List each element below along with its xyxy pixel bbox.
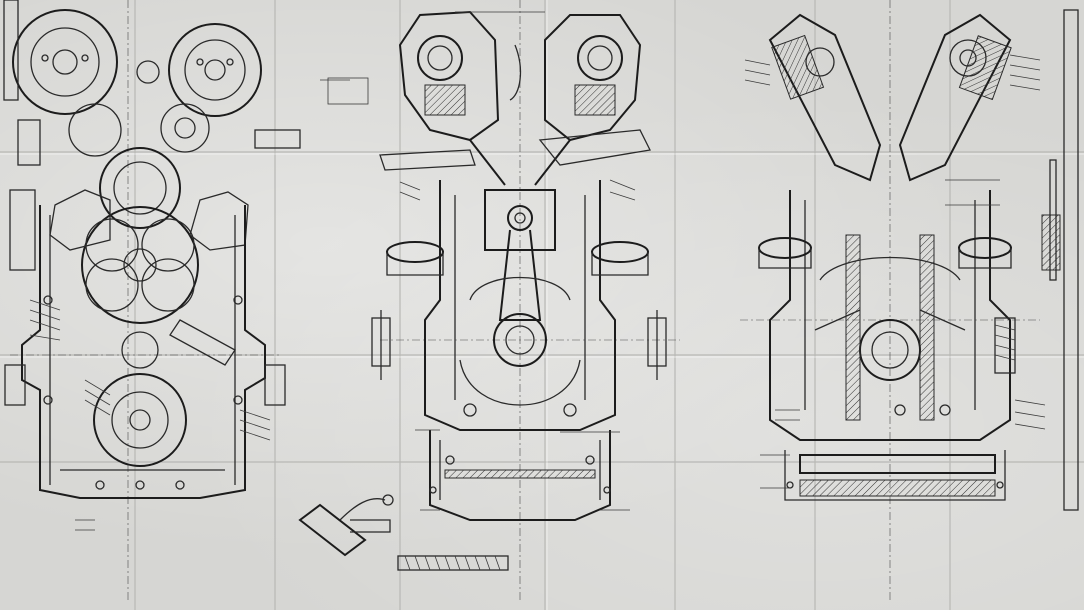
cross-section-through-crankcase bbox=[740, 0, 1061, 600]
front-elevation-timing-gears bbox=[4, 0, 301, 600]
left-frame-edge bbox=[3, 0, 19, 101]
oil-pipe-detail bbox=[298, 494, 394, 557]
cross-section-through-cylinder bbox=[320, 0, 680, 600]
right-frame-edge bbox=[1063, 9, 1079, 511]
spring-detail bbox=[397, 555, 509, 571]
